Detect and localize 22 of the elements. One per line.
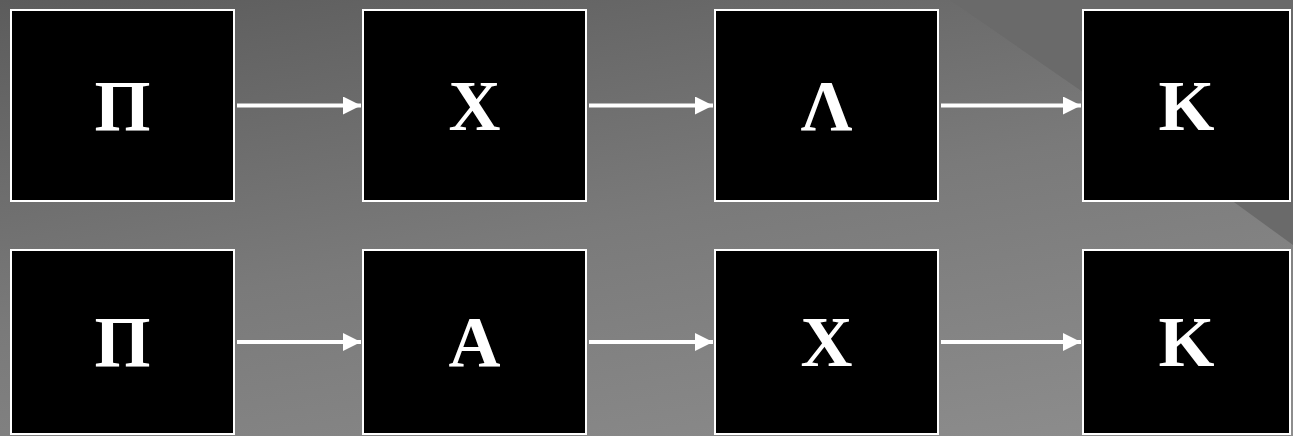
letter-box (10, 249, 235, 435)
arrow (237, 333, 361, 351)
letter-box (1082, 9, 1291, 202)
letter-label: Π (94, 306, 151, 378)
letter-box (362, 249, 587, 435)
arrow (237, 96, 361, 115)
arrow (589, 96, 713, 115)
arrow (941, 96, 1081, 115)
letter-label: Κ (1158, 69, 1215, 142)
letter-box (362, 9, 587, 202)
letter-label: Χ (800, 306, 853, 378)
arrow (589, 333, 713, 351)
letter-label: Κ (1158, 306, 1215, 378)
letter-box (1082, 249, 1291, 435)
letter-box (714, 249, 939, 435)
arrow (941, 333, 1081, 351)
letter-label: Χ (448, 69, 501, 142)
letter-label: Λ (800, 69, 853, 142)
letter-label: Π (94, 69, 151, 142)
letter-label: Α (448, 306, 501, 378)
letter-box (10, 9, 235, 202)
letter-box (714, 9, 939, 202)
